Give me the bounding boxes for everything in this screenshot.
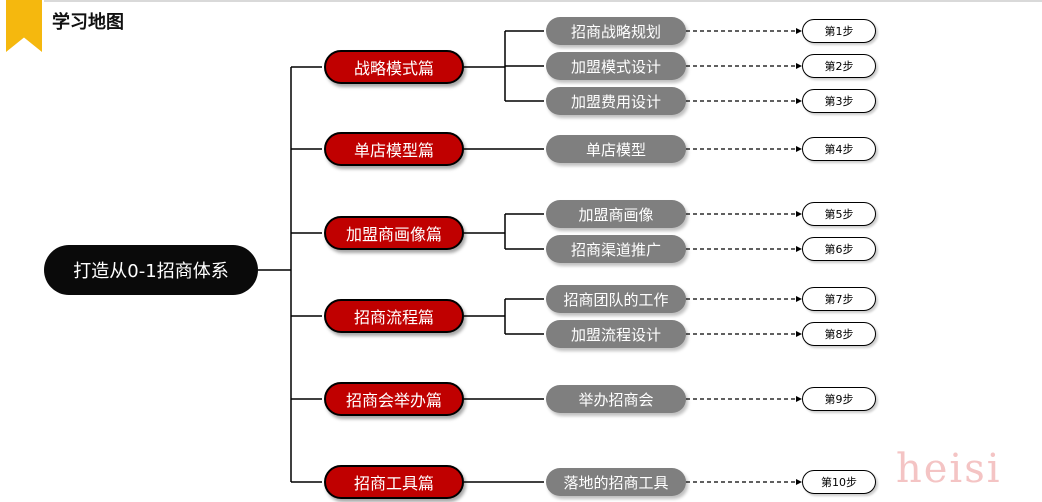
step-badge: 第8步 [802,322,876,346]
topic-node: 举办招商会 [546,385,686,413]
watermark: heisi [896,446,1002,492]
step-badge: 第1步 [802,19,876,43]
topic-node: 加盟模式设计 [546,52,686,80]
step-badge: 第10步 [802,470,876,494]
topic-node: 招商团队的工作 [546,285,686,313]
step-badge: 第5步 [802,202,876,226]
topic-node: 加盟流程设计 [546,320,686,348]
topic-node: 单店模型 [546,135,686,163]
chapter-node-tools: 招商工具篇 [324,465,464,499]
step-badge: 第2步 [802,54,876,78]
topic-node: 招商渠道推广 [546,235,686,263]
chapter-node-store-model: 单店模型篇 [324,132,464,166]
page-title: 学习地图 [52,12,124,33]
topic-node: 落地的招商工具 [546,468,686,496]
step-badge: 第6步 [802,237,876,261]
header-divider [44,0,1042,2]
chapter-node-strategy: 战略模式篇 [324,50,464,84]
step-badge: 第9步 [802,387,876,411]
chapter-node-process: 招商流程篇 [324,299,464,333]
step-badge: 第3步 [802,89,876,113]
topic-node: 加盟商画像 [546,200,686,228]
step-badge: 第4步 [802,137,876,161]
chapter-node-event: 招商会举办篇 [324,382,464,416]
topic-node: 加盟费用设计 [546,87,686,115]
step-badge: 第7步 [802,287,876,311]
chapter-node-franchisee-profile: 加盟商画像篇 [324,216,464,250]
topic-node: 招商战略规划 [546,17,686,45]
root-node: 打造从0-1招商体系 [44,245,258,295]
